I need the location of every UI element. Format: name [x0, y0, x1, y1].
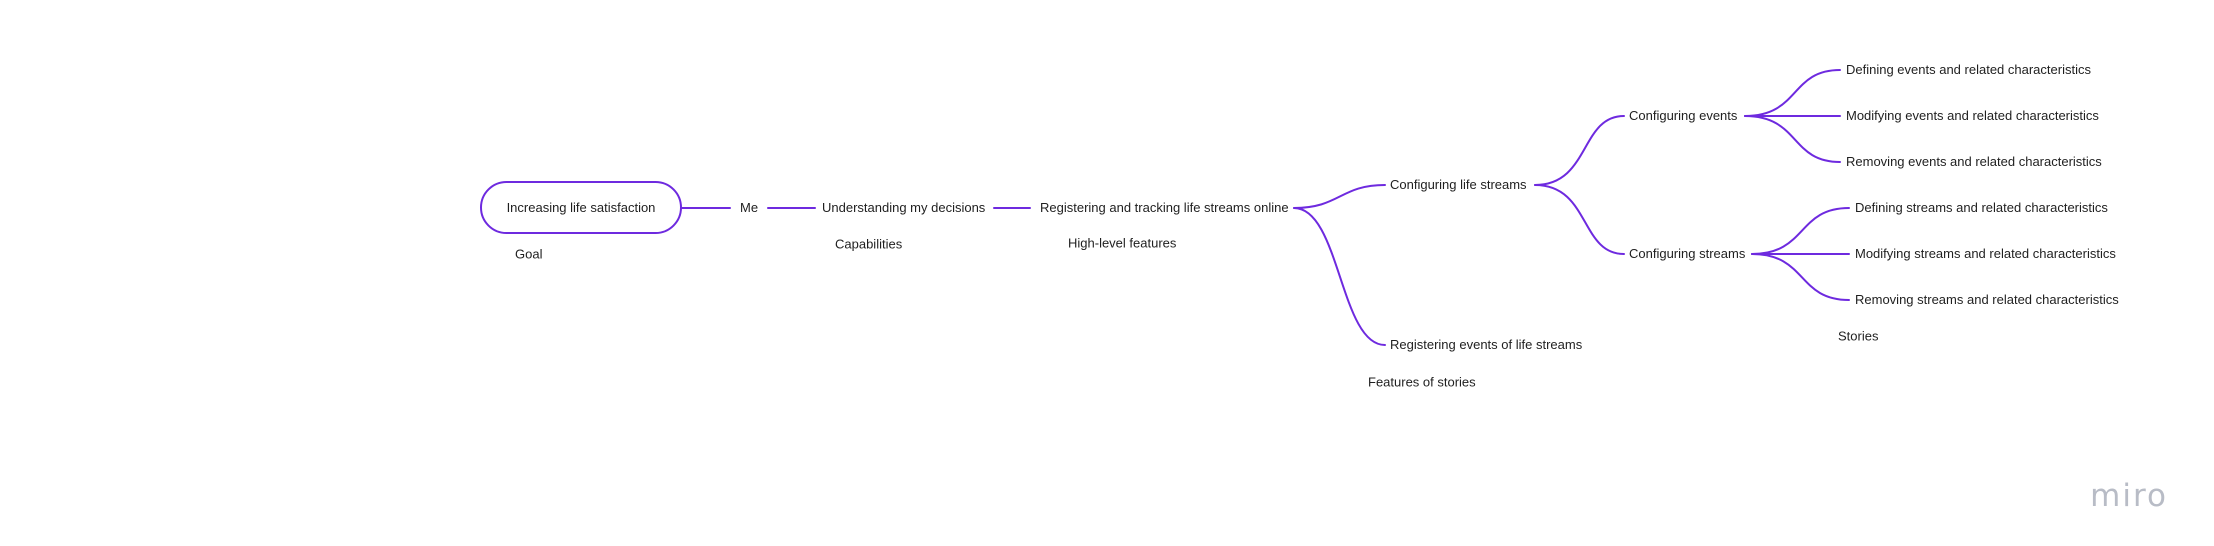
connector-streams-removing: [1751, 253, 1850, 301]
node-me[interactable]: Me: [740, 200, 759, 215]
miro-logo: miro: [2090, 478, 2168, 514]
node-understanding-my-decisions[interactable]: Understanding my decisions: [822, 200, 986, 215]
connector-streams-defining: [1751, 207, 1850, 255]
node-defining-streams[interactable]: Defining streams and related characteris…: [1855, 200, 2108, 215]
connector-events-removing: [1744, 115, 1841, 163]
node-modifying-streams[interactable]: Modifying streams and related characteri…: [1855, 246, 2116, 261]
level-label-high-level-features[interactable]: High-level features: [1068, 235, 1177, 251]
root-node-label: Increasing life satisfaction: [506, 200, 656, 215]
root-node-goal[interactable]: Increasing life satisfaction: [480, 181, 682, 234]
node-modifying-events[interactable]: Modifying events and related characteris…: [1846, 108, 2099, 123]
node-defining-events[interactable]: Defining events and related characterist…: [1846, 62, 2091, 77]
node-configuring-events[interactable]: Configuring events: [1629, 108, 1738, 123]
node-configuring-streams[interactable]: Configuring streams: [1629, 246, 1746, 261]
node-registering-events[interactable]: Registering events of life streams: [1390, 337, 1583, 352]
connector-life-streams-configuring-streams: [1534, 184, 1625, 255]
level-label-features-of-stories[interactable]: Features of stories: [1368, 374, 1476, 390]
node-removing-events[interactable]: Removing events and related characterist…: [1846, 154, 2102, 169]
connector-registering-configuring-life-streams: [1293, 184, 1386, 209]
node-configuring-life-streams[interactable]: Configuring life streams: [1390, 177, 1527, 192]
level-label-capabilities[interactable]: Capabilities: [835, 236, 903, 252]
level-label-stories[interactable]: Stories: [1838, 328, 1879, 344]
connector-events-defining: [1744, 69, 1841, 117]
node-registering-and-tracking[interactable]: Registering and tracking life streams on…: [1040, 200, 1289, 215]
connector-life-streams-configuring-events: [1534, 115, 1625, 186]
connector-registering-registering-events: [1293, 207, 1386, 346]
level-label-goal[interactable]: Goal: [515, 246, 543, 262]
node-removing-streams[interactable]: Removing streams and related characteris…: [1855, 292, 2119, 307]
